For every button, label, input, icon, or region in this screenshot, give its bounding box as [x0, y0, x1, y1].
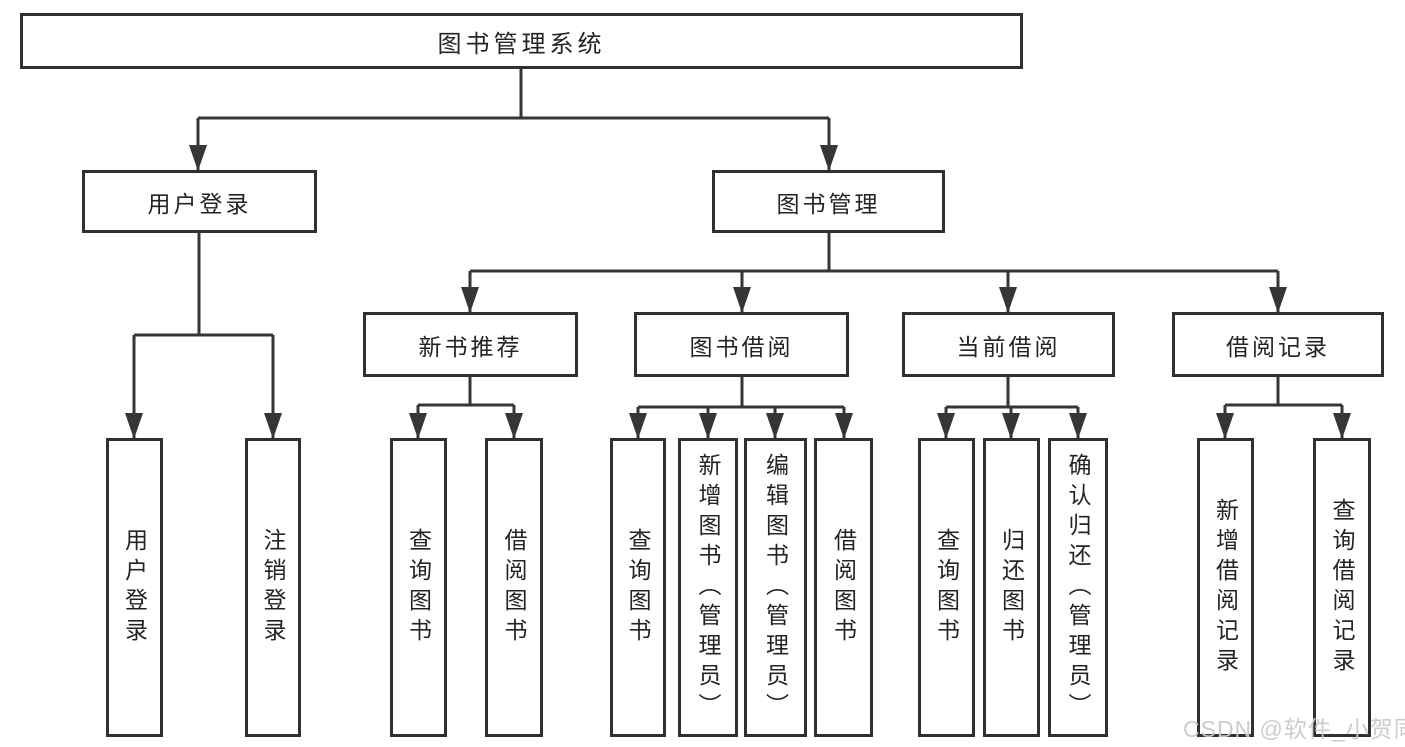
- leaf-borrow-book-borrowing: 借阅图书: [814, 438, 873, 737]
- leaf-edit-book-admin: 编辑图书（管理员）: [744, 438, 807, 737]
- leaf-user-login-label: 用户登录: [121, 527, 148, 648]
- node-book-management: 图书管理: [712, 170, 945, 233]
- leaf-return-book-label: 归还图书: [998, 527, 1025, 648]
- connector-segments: [134, 69, 1342, 409]
- leaf-borrow-book-recommend: 借阅图书: [485, 438, 543, 737]
- node-user-login: 用户登录: [82, 170, 317, 233]
- connector-arrows: [125, 118, 1351, 439]
- leaf-query-book-borrowing: 查询图书: [610, 438, 666, 737]
- leaf-query-borrow-record: 查询借阅记录: [1313, 438, 1371, 737]
- node-book-borrowing: 图书借阅: [634, 312, 849, 377]
- leaf-confirm-return-admin: 确认归还（管理员）: [1048, 438, 1108, 737]
- leaf-user-login: 用户登录: [106, 438, 163, 737]
- node-root-label: 图书管理系统: [437, 30, 606, 58]
- leaf-query-borrow-record-label: 查询借阅记录: [1329, 497, 1355, 678]
- node-borrowing-records-label: 借阅记录: [1226, 333, 1330, 360]
- leaf-add-borrow-record: 新增借阅记录: [1197, 438, 1254, 737]
- leaf-query-book-current: 查询图书: [918, 438, 975, 737]
- node-new-book-recommend-label: 新书推荐: [418, 333, 523, 360]
- node-user-login-label: 用户登录: [147, 190, 252, 217]
- leaf-query-book-current-label: 查询图书: [933, 527, 960, 648]
- leaf-add-borrow-record-label: 新增借阅记录: [1212, 497, 1239, 678]
- leaf-query-book-recommend: 查询图书: [390, 438, 447, 737]
- node-current-borrowing-label: 当前借阅: [956, 333, 1061, 360]
- leaf-edit-book-admin-label: 编辑图书（管理员）: [762, 452, 789, 723]
- leaf-logout-label: 注销登录: [260, 527, 286, 648]
- node-current-borrowing: 当前借阅: [902, 312, 1115, 377]
- leaf-confirm-return-admin-label: 确认归还（管理员）: [1065, 452, 1091, 723]
- leaf-logout: 注销登录: [245, 438, 301, 737]
- leaf-borrow-book-borrowing-label: 借阅图书: [830, 527, 857, 648]
- leaf-add-book-admin: 新增图书（管理员）: [678, 438, 738, 737]
- node-book-management-label: 图书管理: [776, 190, 881, 217]
- node-root: 图书管理系统: [20, 13, 1023, 69]
- node-new-book-recommend: 新书推荐: [363, 312, 578, 377]
- leaf-query-book-borrowing-label: 查询图书: [625, 527, 651, 648]
- leaf-borrow-book-recommend-label: 借阅图书: [501, 527, 527, 648]
- leaf-query-book-recommend-label: 查询图书: [405, 527, 432, 648]
- leaf-return-book: 归还图书: [983, 438, 1040, 737]
- csdn-watermark: CSDN @软件_小贺同学: [1183, 716, 1405, 742]
- node-book-borrowing-label: 图书借阅: [689, 333, 794, 360]
- leaf-add-book-admin-label: 新增图书（管理员）: [695, 452, 721, 723]
- node-borrowing-records: 借阅记录: [1172, 312, 1384, 377]
